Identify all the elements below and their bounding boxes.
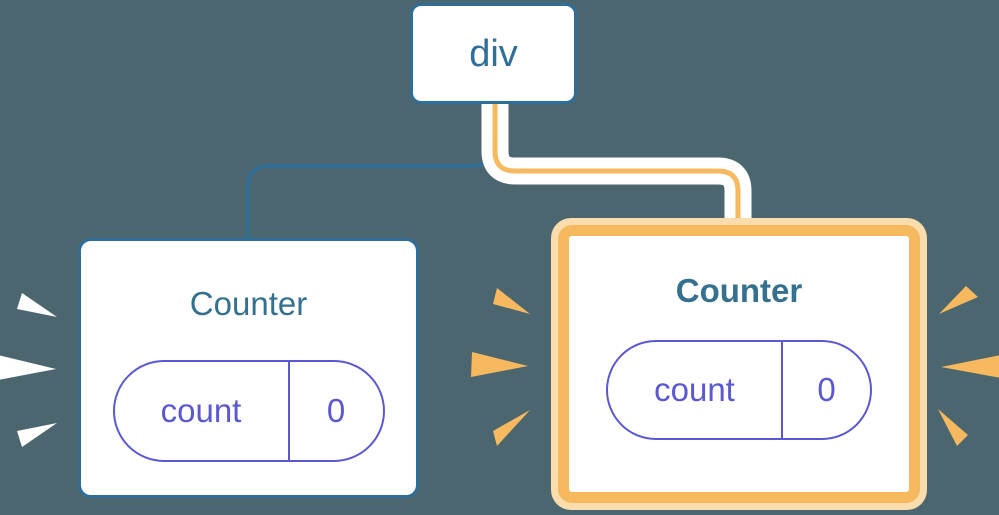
counter-card-right: Counter count 0 <box>558 225 920 503</box>
emphasis-burst-orange-left-top <box>493 288 530 314</box>
root-node: div <box>410 3 577 104</box>
emphasis-burst-white-top <box>17 293 57 317</box>
state-pill: count 0 <box>112 359 385 462</box>
counter-card-left: Counter count 0 <box>78 238 419 498</box>
edge-root-to-left-counter <box>246 103 494 240</box>
edge-root-to-right-counter <box>492 103 741 230</box>
card-title: Counter <box>675 272 803 309</box>
emphasis-burst-orange-left-middle <box>471 352 528 377</box>
emphasis-burst-white-middle <box>0 355 56 380</box>
state-value: 0 <box>817 370 836 408</box>
state-key: count <box>608 341 783 438</box>
state-key: count <box>115 361 290 460</box>
card-title: Counter <box>189 285 308 322</box>
emphasis-burst-orange-right-middle <box>941 355 999 378</box>
emphasis-burst-white-bottom <box>17 423 57 447</box>
counter-card-right-highlight-ring: Counter count 0 <box>551 218 927 510</box>
emphasis-burst-orange-right-bottom <box>938 409 968 446</box>
emphasis-burst-orange-left-bottom <box>493 410 530 446</box>
state-pill: count 0 <box>606 339 872 440</box>
edge-root-to-right-counter-outline <box>481 103 752 230</box>
state-value: 0 <box>326 391 346 429</box>
root-node-label: div <box>469 32 518 75</box>
emphasis-burst-orange-right-top <box>939 286 978 314</box>
